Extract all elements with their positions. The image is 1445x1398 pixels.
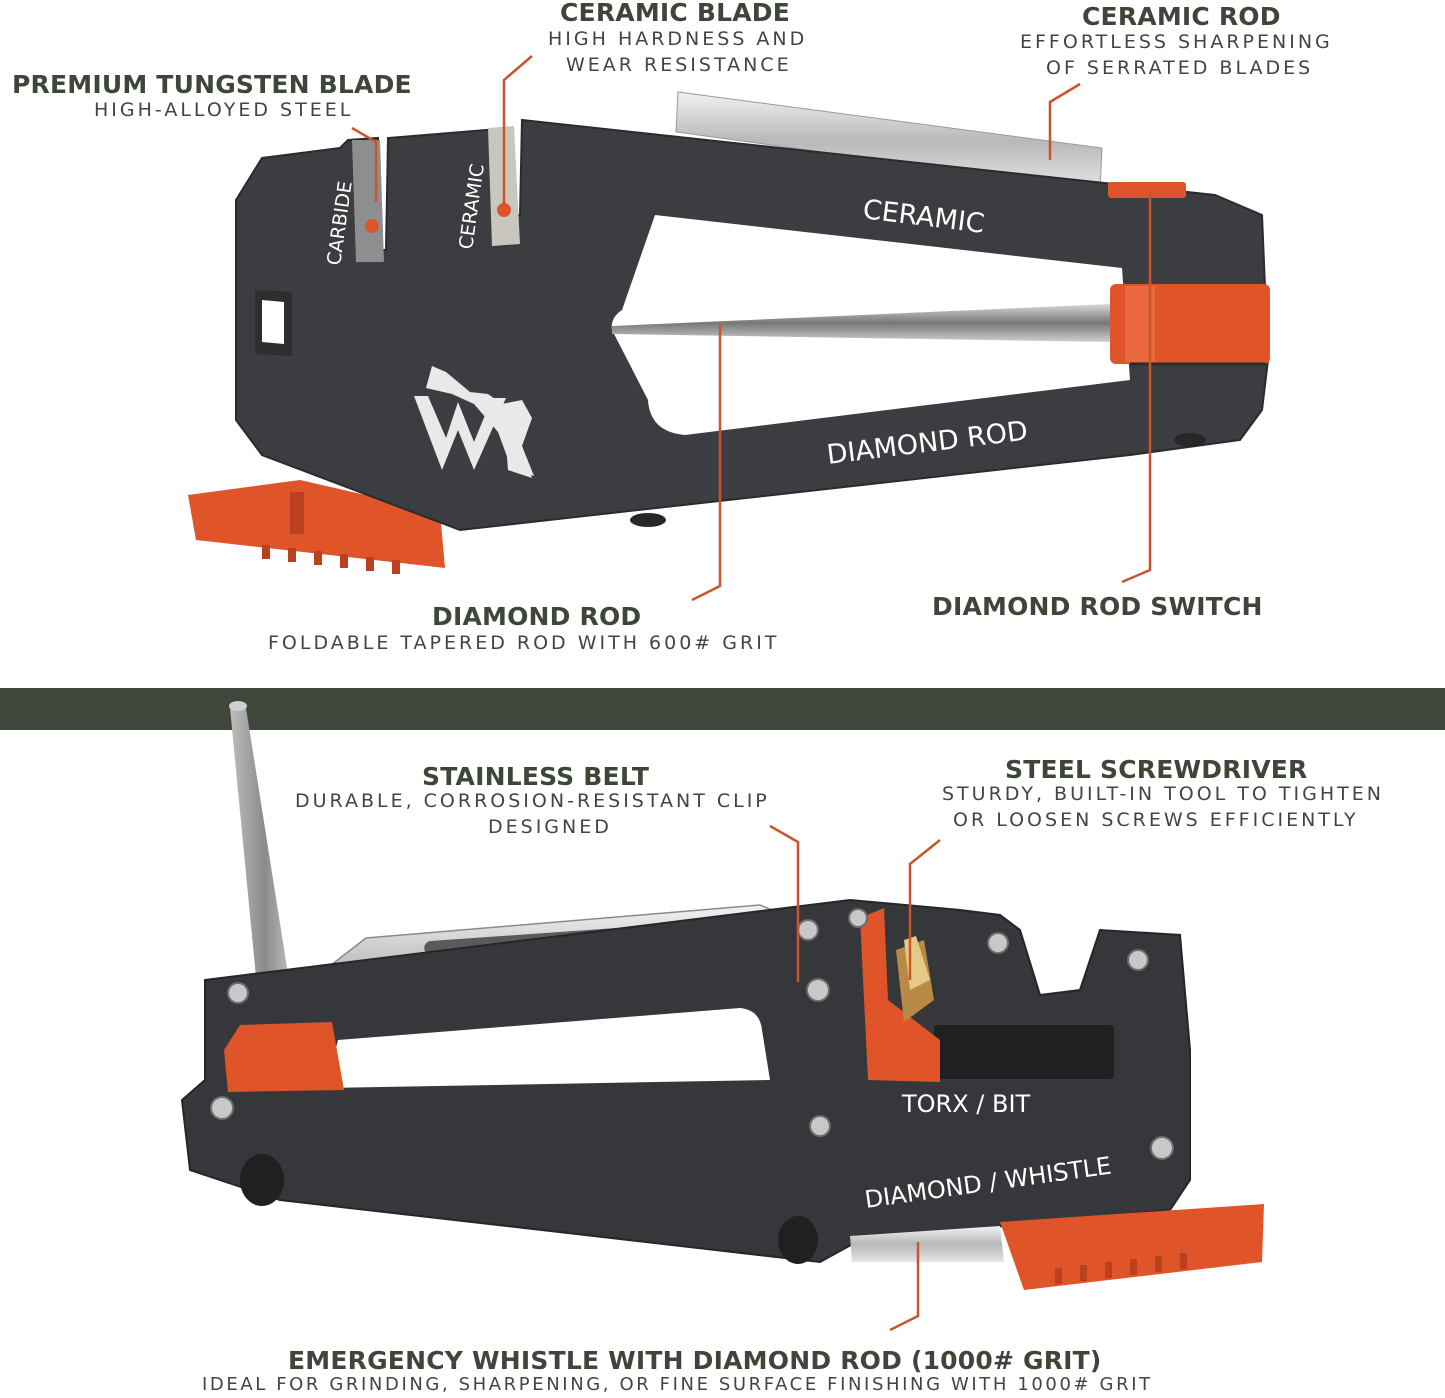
stainless-belt-desc-1: DURABLE, CORROSION-RESISTANT CLIP [295, 790, 770, 812]
ceramic-rod-desc-1: EFFORTLESS SHARPENING [1020, 31, 1333, 53]
emergency-whistle-desc: IDEAL FOR GRINDING, SHARPENING, OR FINE … [202, 1374, 1153, 1395]
diamond-rod-top [612, 304, 1112, 342]
diamond-rod-title: DIAMOND ROD [432, 602, 642, 631]
wolf-logo [414, 366, 534, 478]
screws [210, 908, 1174, 1160]
ceramic-blade-title: CERAMIC BLADE [560, 0, 791, 27]
whistle-switch [850, 1204, 1264, 1290]
diamond-rod-switch-title: DIAMOND ROD SWITCH [932, 592, 1263, 621]
bottom-tool-window [326, 1008, 770, 1088]
ceramic-rod-desc-2: OF SERRATED BLADES [1046, 57, 1314, 79]
steel-screwdriver-desc-2: OR LOOSEN SCREWS EFFICIENTLY [953, 809, 1359, 831]
diamond-rod-desc: FOLDABLE TAPERED ROD WITH 600# GRIT [268, 632, 780, 654]
steel-screwdriver-title: STEEL SCREWDRIVER [1005, 755, 1308, 784]
ceramic-blade-desc-1: HIGH HARDNESS AND [548, 28, 808, 50]
ceramic-blade-desc-2: WEAR RESISTANCE [566, 54, 792, 76]
emergency-whistle-title: EMERGENCY WHISTLE WITH DIAMOND ROD (1000… [288, 1346, 1102, 1375]
top-callout-lines [351, 55, 1152, 602]
tungsten-blade-desc: HIGH-ALLOYED STEEL [94, 99, 354, 121]
orange-foot-switch [188, 480, 445, 574]
rod-base [224, 1022, 344, 1092]
torx-bit-label: TORX / BIT [901, 1090, 1031, 1118]
ceramic-rod-title: CERAMIC ROD [1082, 2, 1281, 31]
bottom-callout-lines [769, 824, 941, 1332]
tungsten-blade-title: PREMIUM TUNGSTEN BLADE [12, 70, 412, 99]
stainless-belt-title: STAINLESS BELT [422, 762, 650, 791]
screwdriver-holder [860, 908, 940, 1082]
steel-screwdriver-desc-1: STURDY, BUILT-IN TOOL TO TIGHTEN [942, 783, 1384, 805]
stainless-belt-desc-2: DESIGNED [488, 816, 612, 838]
